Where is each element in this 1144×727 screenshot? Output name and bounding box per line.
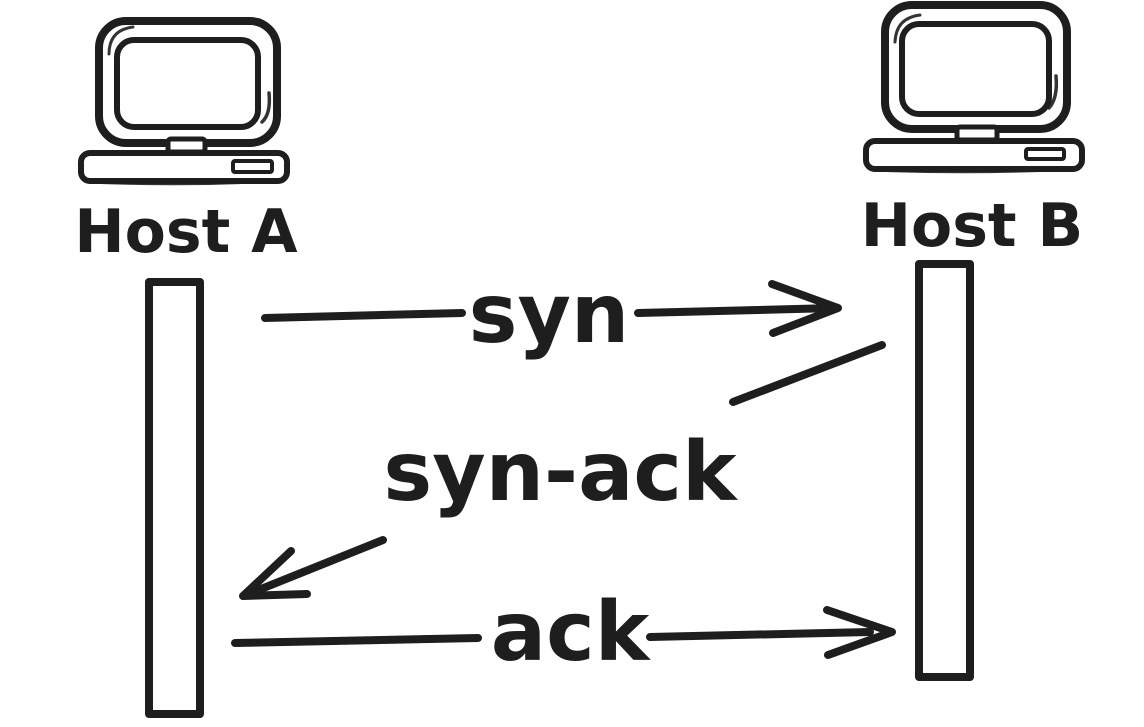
syn-label: syn	[469, 267, 630, 362]
syn-ack-arrow	[239, 341, 886, 600]
sketch-accent	[871, 167, 1078, 174]
arrow-shaft	[729, 341, 886, 406]
arrow-shaft	[231, 634, 482, 647]
host-b-label: Host B	[861, 191, 1083, 261]
host-a-computer-icon	[78, 17, 290, 186]
arrowhead-right-icon	[823, 606, 896, 659]
base-slot	[231, 159, 274, 174]
sketch-accent	[893, 13, 922, 44]
monitor-screen	[899, 21, 1052, 117]
monitor-screen	[114, 37, 261, 130]
arrow-shaft	[634, 304, 839, 317]
sketch-accent	[86, 179, 282, 186]
arrow-shaft	[646, 628, 874, 641]
arrow-shaft	[261, 309, 466, 322]
arrow-shaft	[242, 536, 387, 599]
host-a-label: Host A	[74, 197, 298, 267]
ack-arrow	[231, 606, 896, 659]
host-a-lifeline	[145, 278, 204, 718]
sketch-accent	[260, 91, 272, 124]
sketch-accent	[1047, 74, 1059, 110]
syn-arrow	[261, 280, 842, 337]
host-b-computer-icon	[863, 1, 1085, 174]
host-b-lifeline	[915, 260, 974, 681]
arrowhead-right-icon	[768, 280, 842, 337]
sketch-accent	[107, 25, 135, 56]
arrowhead-left-icon	[239, 547, 311, 600]
ack-label: ack	[491, 585, 652, 680]
syn-ack-label: syn-ack	[383, 425, 739, 520]
base-slot	[1024, 147, 1066, 161]
